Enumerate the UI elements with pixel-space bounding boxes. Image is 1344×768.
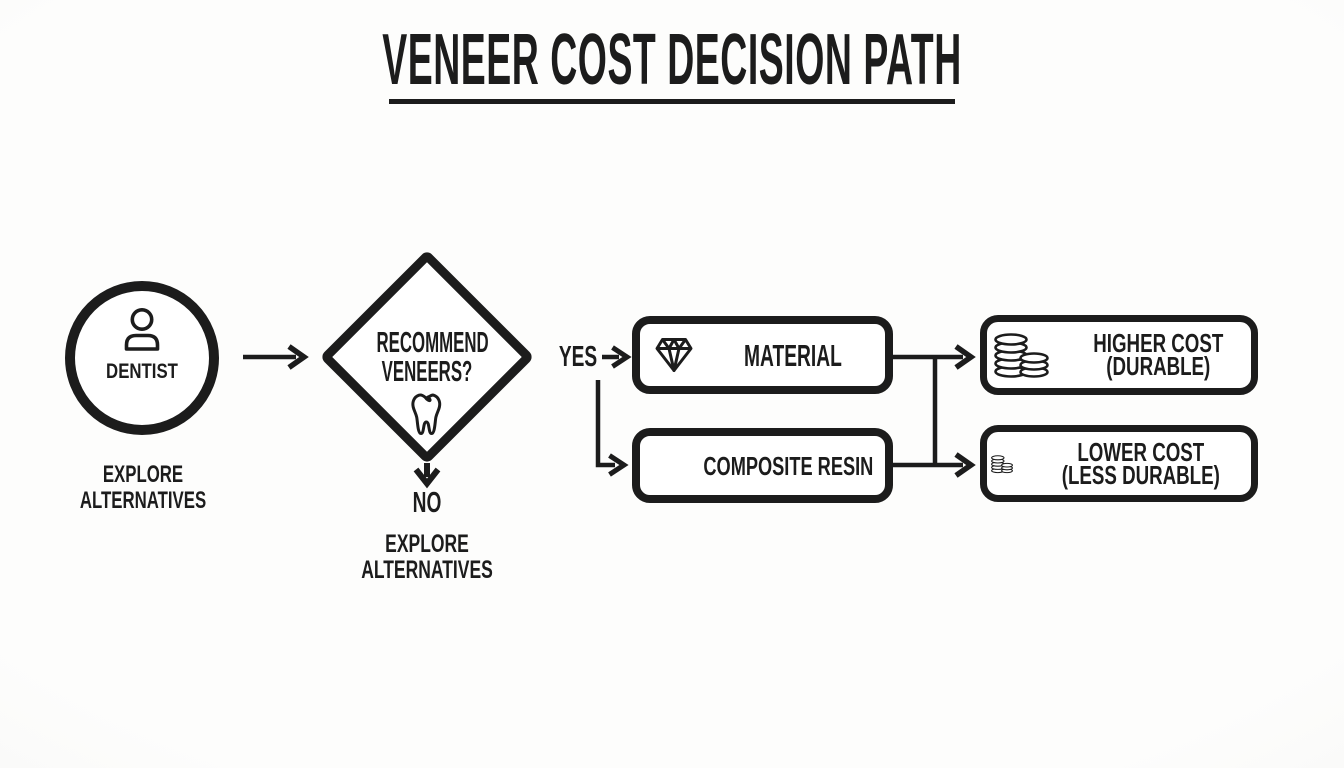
coins-icon [991, 454, 1013, 473]
lower-cost-label: LOWER COST (LESS DURABLE) [1031, 436, 1251, 490]
dentist-node: DENTIST [65, 281, 219, 435]
yes-label-text: YES [558, 341, 598, 373]
option-box-composite-resin: COMPOSITE RESIN [632, 428, 893, 503]
higher-cost-line: (DURABLE) [1106, 351, 1210, 381]
person-icon [124, 308, 160, 351]
no-caption-line: ALTERNATIVES [361, 556, 493, 584]
connector-composite-to-outcome [892, 452, 976, 478]
connector-material-to-outcome [892, 344, 976, 370]
decision-question: RECOMMEND VENEERS? [340, 329, 514, 387]
title-underline [389, 99, 955, 104]
no-caption-line: EXPLORE [385, 530, 469, 558]
composite-resin-label: COMPOSITE RESIN [703, 450, 874, 481]
page-title-text: VENEER COST DECISION PATH [382, 20, 962, 100]
arrow-dentist-to-decision [243, 344, 309, 370]
arrow-decision-no [413, 463, 441, 489]
arrow-yes-to-composite [595, 380, 629, 477]
dentist-caption: EXPLORE ALTERNATIVES [43, 462, 243, 514]
yes-label: YES [548, 343, 608, 372]
decision-question-line: RECOMMEND [376, 327, 489, 359]
tooth-icon [411, 393, 442, 435]
decision-question-line: VENEERS? [381, 356, 473, 388]
no-label: NO [397, 489, 457, 518]
lower-cost-line: LOWER COST [1077, 436, 1205, 467]
dentist-label: DENTIST [106, 360, 178, 383]
option-box-material: MATERIAL [632, 316, 893, 394]
dentist-caption-line: ALTERNATIVES [79, 487, 207, 514]
outcome-box-lower-cost: LOWER COST (LESS DURABLE) [980, 425, 1258, 502]
dentist-caption-line: EXPLORE [102, 461, 184, 488]
higher-cost-label: HIGHER COST (DURABLE) [1068, 328, 1249, 381]
page-title: VENEER COST DECISION PATH [0, 24, 1344, 96]
no-caption: EXPLORE ALTERNATIVES [327, 531, 527, 583]
lower-cost-line: (LESS DURABLE) [1062, 459, 1221, 490]
higher-cost-line: HIGHER COST [1092, 328, 1224, 358]
coins-icon [993, 333, 1049, 378]
no-label-text: NO [412, 487, 442, 519]
arrow-yes-to-material [602, 345, 632, 369]
material-label: MATERIAL [743, 337, 842, 373]
outcome-box-higher-cost: HIGHER COST (DURABLE) [980, 315, 1258, 395]
gem-icon [655, 338, 693, 372]
dentist-label-wrap: DENTIST [75, 361, 209, 382]
